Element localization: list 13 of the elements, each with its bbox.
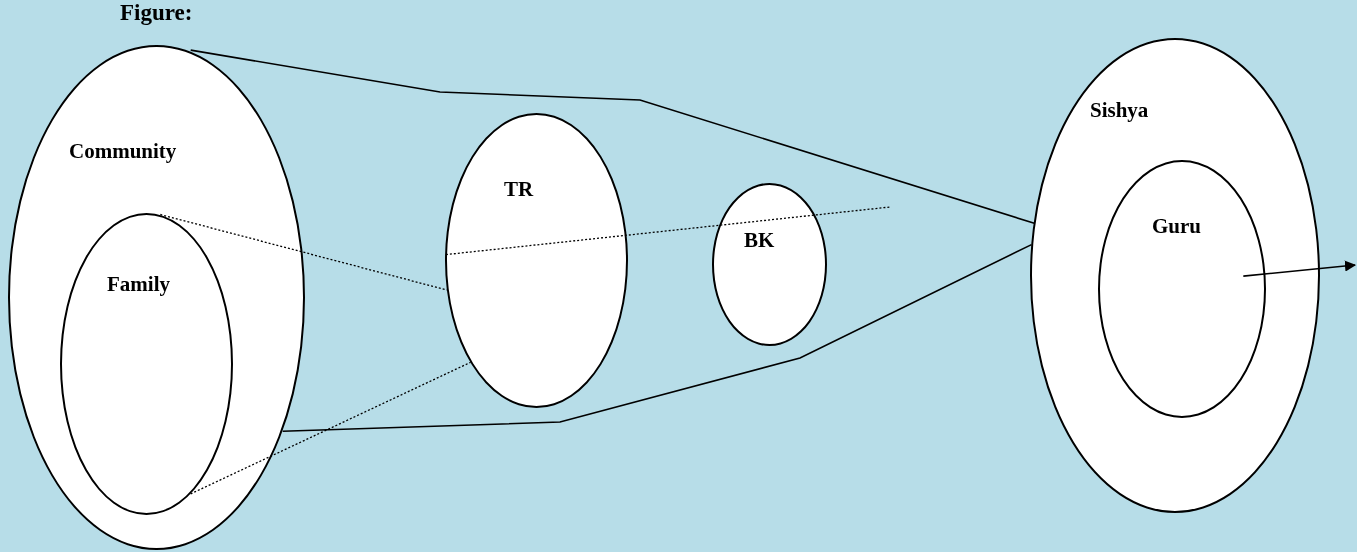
dotted-line: [445, 206, 891, 256]
line: [189, 49, 1036, 225]
line: [281, 243, 1033, 433]
figure-title: Figure:: [120, 0, 193, 26]
arrow: [1242, 260, 1357, 277]
ellipse-label: BK: [744, 228, 775, 253]
ellipse-label: Guru: [1152, 214, 1201, 239]
ellipse-label: Sishya: [1090, 98, 1149, 123]
ellipse-label: TR: [504, 177, 534, 202]
ellipse-label: Community: [69, 139, 177, 164]
dotted-line: [159, 213, 448, 291]
ellipse-label: Family: [107, 272, 170, 297]
dotted-line: [189, 361, 472, 495]
